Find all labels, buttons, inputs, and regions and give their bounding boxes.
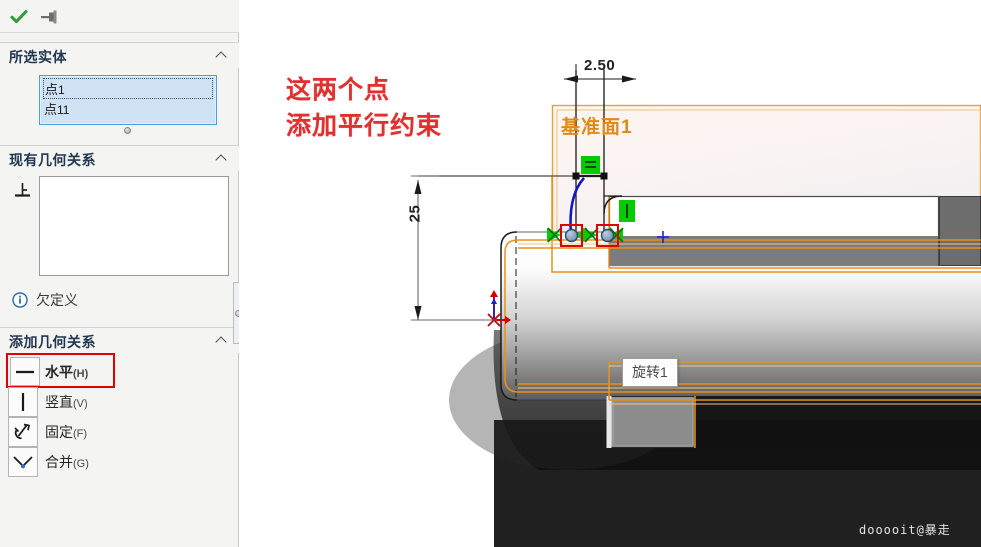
section-title: 添加几何关系 [9,334,96,350]
annotation-text: 这两个点 添加平行约束 [286,72,442,144]
add-relation-label: 竖直 [45,394,73,410]
list-item-number: 1 [58,83,65,97]
list-item-label: 点 [45,82,59,97]
add-relation-fix-button[interactable]: 固定(F) [8,417,113,447]
chevron-up-icon[interactable] [217,336,228,343]
status-row: 欠定义 [12,289,78,311]
add-relation-horizontal-button[interactable]: 水平(H) [6,353,115,388]
dimension-label-vertical[interactable]: 25 [406,204,424,223]
add-relation-merge-button[interactable]: 合并(G) [8,447,113,477]
list-item[interactable]: 点1 [43,78,213,99]
chevron-up-icon[interactable] [217,154,228,161]
chevron-up-icon[interactable] [217,51,228,58]
list-item-number: 11 [57,103,70,117]
add-relation-key: (F) [73,428,88,440]
list-item[interactable]: 点11 [40,99,216,120]
vertical-line-icon [8,387,38,417]
feature-callout[interactable]: 旋转1 [622,358,678,387]
anchor-fix-icon [8,417,38,447]
horizontal-line-icon [10,357,40,386]
annotation-line-2: 添加平行约束 [286,112,443,140]
resize-grip[interactable] [124,127,131,134]
section-header-selected-entities[interactable]: 所选实体 [0,42,239,68]
property-manager-toolbar [0,0,239,33]
property-manager-panel: 所选实体 点1 点11 现有几何关系 [0,0,242,547]
section-header-existing-relations[interactable]: 现有几何关系 [0,145,239,171]
section-title: 所选实体 [9,49,67,65]
datum-plane-label[interactable]: 基准面1 [561,117,633,138]
add-relation-vertical-button[interactable]: 竖直(V) [8,387,113,417]
section-header-add-relations[interactable]: 添加几何关系 [0,327,239,353]
list-item-label: 点 [44,102,58,117]
check-icon[interactable] [8,7,30,27]
watermark: dooooit@暴走 [859,523,951,537]
status-text: 欠定义 [36,292,78,308]
existing-relations-listbox[interactable] [39,176,229,276]
cad-scene [411,64,981,547]
add-relation-label: 水平 [45,364,73,380]
section-title: 现有几何关系 [9,152,96,168]
pin-icon[interactable] [39,7,61,27]
add-relation-key: (H) [73,368,89,380]
point-highlight-box [560,224,583,247]
point-highlight-box [596,224,619,247]
add-relation-label: 合并 [45,454,73,470]
add-relation-label: 固定 [45,424,73,440]
dimension-label-horizontal[interactable]: 2.50 [584,57,616,74]
info-icon [12,292,28,308]
annotation-line-1: 这两个点 [286,76,391,104]
perpendicular-relation-icon [13,182,33,200]
selected-entities-list[interactable]: 点1 点11 [39,75,217,125]
add-relation-key: (G) [73,458,89,470]
merge-point-icon [8,447,38,477]
graphics-viewport[interactable]: 这两个点 添加平行约束 2.50 25 基准面1 旋转1 dooooit@暴走 [239,0,981,547]
add-relation-key: (V) [73,398,88,410]
